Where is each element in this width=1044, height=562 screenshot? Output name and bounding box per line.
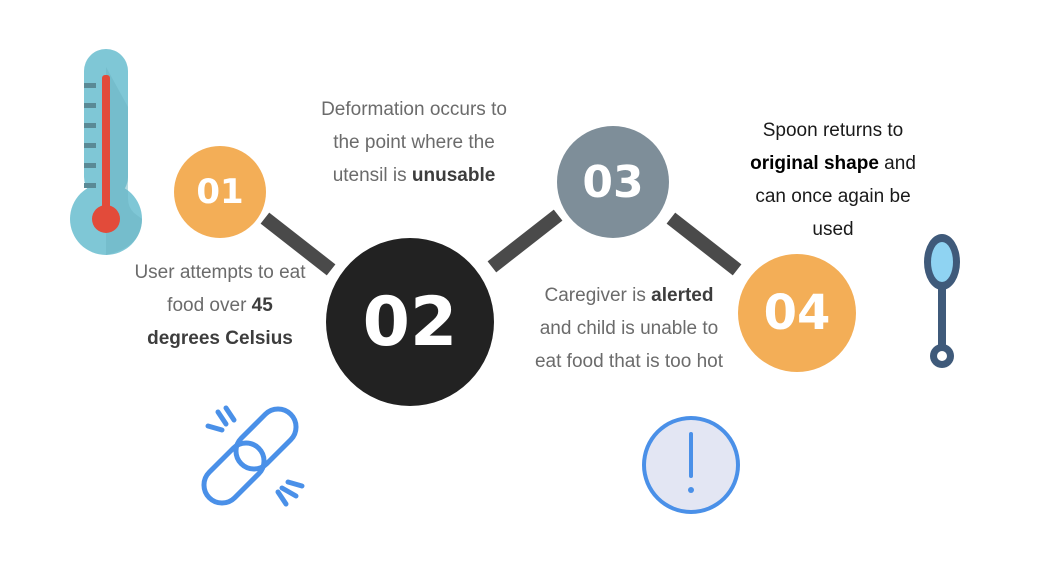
step-03-number: 03 xyxy=(582,156,644,208)
connector-03-04 xyxy=(666,212,742,276)
step-03-circle: 03 xyxy=(557,126,669,238)
step-02-number: 02 xyxy=(362,282,458,362)
broken-link-icon xyxy=(201,405,305,507)
step-04-circle: 04 xyxy=(738,254,856,372)
step-01-circle: 01 xyxy=(174,146,266,238)
step-01-number: 01 xyxy=(196,172,244,212)
spoon-icon xyxy=(924,234,960,368)
step-02-description: Deformation occurs to the point where th… xyxy=(321,99,507,186)
step-04-description: Spoon returns to original shape and can … xyxy=(750,120,916,240)
step-03-description: Caregiver is alerted and child is unable… xyxy=(534,285,724,372)
step-01-description: User attempts to eat food over 45 degree… xyxy=(134,262,306,349)
step-02-circle: 02 xyxy=(326,238,494,406)
connector-02-03 xyxy=(487,209,563,273)
thermometer-icon xyxy=(70,49,142,255)
alert-icon xyxy=(642,416,740,514)
step-04-number: 04 xyxy=(763,285,831,341)
